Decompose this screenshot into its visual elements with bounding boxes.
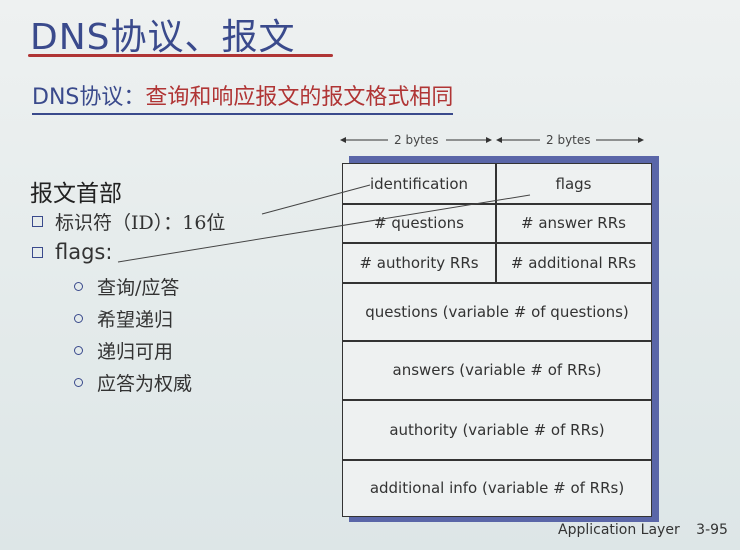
bullet-flags-text: flags:	[55, 240, 113, 264]
field-identification: identification	[369, 174, 469, 193]
bytes-label-right: 2 bytes	[546, 133, 591, 147]
subtitle-lead: DNS协议：	[32, 85, 146, 110]
circle-bullet-icon	[74, 378, 83, 387]
id-pointer-line	[261, 184, 371, 215]
header-label: 报文首部	[30, 181, 122, 207]
footer-label: Application Layer	[558, 522, 680, 538]
section-authority: authority (variable # of RRs)	[389, 420, 605, 439]
bullet-id: 标识符（ID）：16位	[32, 208, 225, 235]
bullet-id-text: 标识符（ID）：16位	[55, 212, 226, 234]
flag-item: 希望递归	[74, 305, 173, 332]
circle-bullet-icon	[74, 282, 83, 291]
flag-item-text: 希望递归	[97, 309, 174, 331]
flag-item-text: 递归可用	[97, 341, 174, 363]
section-additional: additional info (variable # of RRs)	[369, 479, 625, 497]
section-answers: answers (variable # of RRs)	[392, 361, 602, 379]
field-flags: flags	[555, 174, 592, 193]
page-title: DNS协议、报文	[30, 17, 296, 58]
bullet-flags: flags:	[32, 240, 112, 264]
field-questions-count: # questions	[374, 214, 464, 232]
byte-width-arrows	[340, 137, 644, 143]
circle-bullet-icon	[74, 314, 83, 323]
title-underline	[28, 54, 333, 57]
section-questions: questions (variable # of questions)	[365, 302, 629, 321]
flag-item: 递归可用	[74, 337, 173, 364]
field-authority-count: # authority RRs	[359, 253, 479, 272]
bytes-label-left: 2 bytes	[394, 133, 439, 147]
flag-item: 应答为权威	[74, 369, 192, 396]
footer: Application Layer 3-95	[558, 522, 728, 538]
square-bullet-icon	[32, 216, 43, 227]
subtitle: DNS协议：查询和响应报文的报文格式相同	[32, 84, 454, 115]
flag-item-text: 应答为权威	[97, 373, 193, 395]
field-answer-count: # answer RRs	[521, 214, 626, 232]
page-number: 3-95	[696, 522, 728, 538]
flag-item: 查询/应答	[74, 273, 179, 300]
square-bullet-icon	[32, 246, 43, 258]
field-additional-count: # additional RRs	[510, 253, 637, 272]
circle-bullet-icon	[74, 346, 83, 355]
dns-message-format-table: identification flags # questions # answe…	[342, 163, 652, 517]
flag-item-text: 查询/应答	[97, 277, 180, 299]
flags-pointer-line	[117, 194, 531, 263]
subtitle-rest: 查询和响应报文的报文格式相同	[145, 85, 454, 110]
